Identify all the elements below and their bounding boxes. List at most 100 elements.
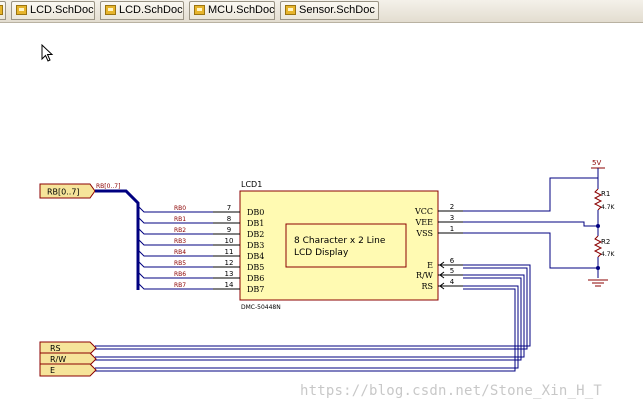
pin-number: 10: [225, 237, 234, 245]
pin-number: 7: [227, 204, 231, 212]
document-tab-bar: LCD.SchDoc LCD.SchDoc MCU.SchDoc Sensor.…: [0, 0, 643, 23]
port-e[interactable]: E: [39, 363, 97, 377]
lcd-pin-e[interactable]: 6E: [427, 257, 463, 270]
lcd-part-number: DMC-50448N: [241, 304, 281, 311]
bus-entry-rb6[interactable]: RB6: [137, 271, 213, 279]
bus-port-rb[interactable]: RB[0..7]: [39, 183, 96, 199]
port-rw[interactable]: R/W: [39, 352, 97, 366]
lcd-display-window: [285, 223, 407, 268]
pin-name: DB7: [247, 285, 264, 294]
resistor-wires: [463, 177, 600, 270]
pin-name: VCC: [414, 207, 433, 216]
lcd-pin-rs[interactable]: 4RS: [421, 278, 463, 291]
bus-entry-rb2[interactable]: RB2: [137, 227, 213, 235]
schematic-doc-icon: [285, 5, 296, 15]
tab-label: LCD.SchDoc: [30, 4, 94, 16]
pin-name: DB5: [247, 263, 264, 272]
pin-name: DB0: [247, 208, 264, 217]
pin-name: DB2: [247, 230, 264, 239]
bus-port-label: RB[0..7]: [47, 188, 80, 197]
schematic-doc-icon: [0, 5, 3, 15]
bus-entry-rb1[interactable]: RB1: [137, 216, 213, 224]
pin-name: DB1: [247, 219, 264, 228]
tab-mcu-schdoc[interactable]: MCU.SchDoc: [189, 1, 275, 20]
document-tab-partial[interactable]: [0, 1, 6, 20]
net-label: RB1: [174, 216, 186, 223]
port-rs[interactable]: RS: [39, 341, 97, 355]
tab-label: MCU.SchDoc: [208, 4, 275, 16]
pin-name: RS: [421, 282, 433, 291]
pin-name: E: [427, 261, 433, 270]
power-net-label: 5V: [592, 159, 601, 167]
net-label: RB7: [174, 282, 186, 289]
pin-number: 14: [225, 281, 234, 289]
pin-name: DB4: [247, 252, 264, 261]
lcd-description-line1: 8 Character x 2 Line: [294, 236, 386, 246]
tab-sensor-schdoc[interactable]: Sensor.SchDoc: [280, 1, 379, 20]
net-label: RB2: [174, 227, 186, 234]
net-label: RB0: [174, 205, 186, 212]
pin-name: DB3: [247, 241, 264, 250]
r2-value: 4.7K: [601, 251, 616, 258]
schematic-doc-icon: [16, 5, 27, 15]
pin-number: 4: [450, 278, 455, 286]
bus-entry-rb5[interactable]: RB5: [137, 260, 213, 268]
net-label: RB4: [174, 249, 186, 256]
bus-net-label: RB[0..7]: [96, 183, 120, 190]
pin-name: VSS: [415, 229, 433, 238]
pin-name: VEE: [415, 218, 434, 227]
net-label: RB3: [174, 238, 186, 245]
pin-number: 13: [225, 270, 234, 278]
bus-entry-rb4[interactable]: RB4: [137, 249, 213, 257]
watermark-text: https://blog.csdn.net/Stone_Xin_H_T: [300, 383, 603, 399]
r1-value: 4.7K: [601, 204, 616, 211]
pin-number: 5: [450, 267, 454, 275]
pin-number: 1: [450, 225, 454, 233]
ground-symbol[interactable]: [588, 279, 608, 287]
bus-entry-rb0[interactable]: RB0: [137, 205, 213, 213]
pin-number: 6: [450, 257, 455, 265]
lcd-description-line2: LCD Display: [294, 248, 349, 258]
port-e-label: E: [50, 366, 55, 375]
pin-number: 9: [227, 226, 231, 234]
schematic-doc-icon: [105, 5, 116, 15]
lcd-designator: LCD1: [241, 180, 262, 189]
r1-designator: R1: [601, 190, 610, 198]
pin-number: 3: [450, 214, 454, 222]
port-rw-label: R/W: [50, 355, 66, 364]
pin-number: 12: [225, 259, 234, 267]
mouse-pointer-icon: [41, 44, 54, 62]
pin-number: 2: [450, 203, 454, 211]
tab-lcd-schdoc-2[interactable]: LCD.SchDoc: [100, 1, 184, 20]
power-symbol[interactable]: [591, 167, 605, 178]
control-wires: [95, 264, 531, 372]
bus-entry-rb7[interactable]: RB7: [137, 282, 213, 290]
tab-label: LCD.SchDoc: [119, 4, 183, 16]
tab-label: Sensor.SchDoc: [299, 4, 375, 16]
lcd-pin-rw[interactable]: 5R/W: [416, 267, 463, 280]
r2-designator: R2: [601, 238, 610, 246]
bus-wire[interactable]: [95, 189, 140, 290]
schematic-canvas[interactable]: RB[0..7] RB[0..7] RB0RB1RB2RB3RB4RB5RB6R…: [0, 22, 643, 412]
bus-entry-rb3[interactable]: RB3: [137, 238, 213, 246]
tab-lcd-schdoc-1[interactable]: LCD.SchDoc: [11, 1, 95, 20]
port-rs-label: RS: [50, 344, 61, 353]
schematic-doc-icon: [194, 5, 205, 15]
resistor-r1[interactable]: [593, 178, 603, 226]
net-label: RB5: [174, 260, 186, 267]
net-label: RB6: [174, 271, 186, 278]
